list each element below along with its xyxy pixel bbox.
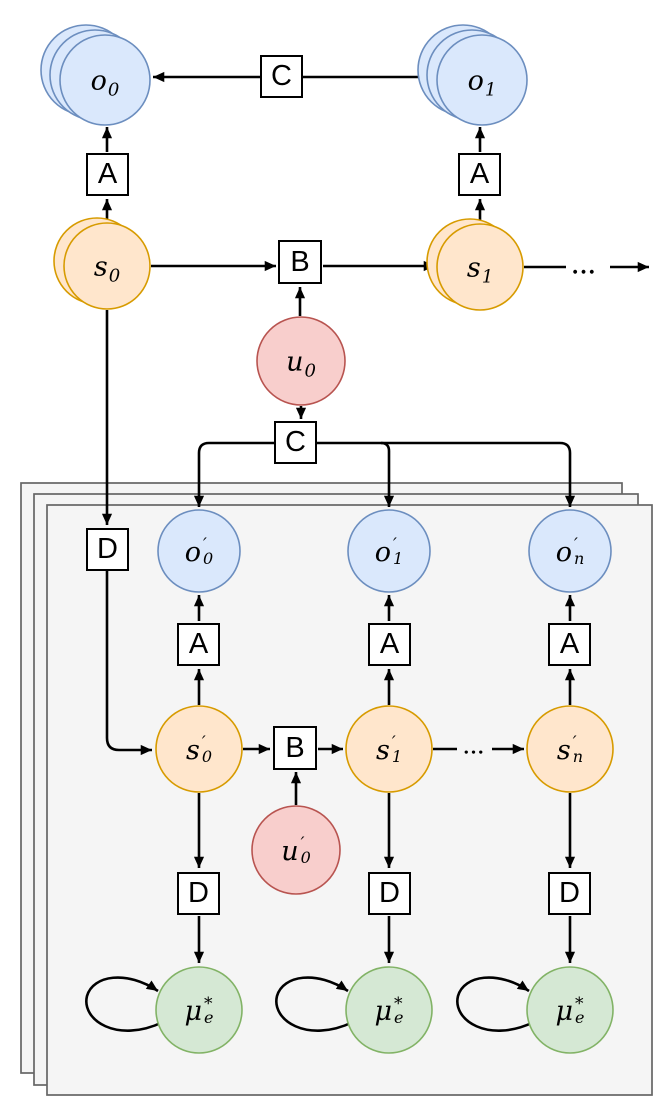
factor-label-b: B (290, 245, 310, 278)
label-s1-prime: s′1 (375, 733, 403, 766)
factor-box-a-top-right: A (458, 153, 501, 196)
label-mu-e-1: μ*e (184, 994, 214, 1027)
node-s0-prime-circle (155, 705, 243, 793)
factor-label-c: C (285, 426, 306, 458)
node-on-prime-circle (528, 509, 612, 593)
factor-label-a: A (97, 158, 118, 190)
label-u0-prime: u′0 (281, 834, 311, 867)
edges (85, 71, 649, 1032)
factor-label-a: A (188, 628, 209, 660)
label-mu-e-3: μ*e (555, 994, 585, 1027)
label-o0-prime: o′0 (184, 535, 214, 568)
node-o0-circle (59, 34, 151, 126)
edge-cmid-to-o0p (193, 441, 274, 507)
factor-box-b-top: B (278, 240, 322, 284)
label-mu-e-2: μ*e (374, 994, 404, 1027)
factor-label-a: A (379, 628, 400, 660)
node-o1-circle (436, 34, 528, 126)
label-on-prime: o′n (555, 535, 585, 568)
factor-box-a-inner-n: A (548, 623, 591, 666)
edge-mu1-self-loop (85, 976, 164, 1032)
factor-label-a: A (469, 158, 490, 190)
factor-box-d-left: D (86, 528, 129, 571)
factor-label-d: D (97, 533, 118, 565)
label-o1-prime: o′1 (374, 535, 404, 568)
factor-box-d-inner-n: D (548, 872, 591, 915)
factor-box-c-top: C (260, 55, 303, 98)
node-mu-e-2-circle (345, 966, 433, 1054)
edge-mu2-self-loop (275, 976, 354, 1032)
factor-box-a-inner-1: A (368, 623, 411, 666)
node-u0-prime-circle (251, 805, 341, 895)
node-s1-circle (436, 223, 524, 311)
node-u0-circle (256, 316, 346, 406)
nodes (40, 24, 614, 1054)
factor-box-d-inner-1: D (368, 872, 411, 915)
label-s0-prime: s′0 (185, 733, 213, 766)
node-mu-e-3-circle (526, 966, 614, 1054)
label-sn-prime: s′n (556, 733, 584, 766)
factor-label-b: B (285, 731, 305, 764)
factor-label-c: C (271, 60, 292, 92)
factor-box-a-top-left: A (86, 153, 129, 196)
node-o1-prime-circle (347, 509, 431, 593)
factor-label-d: D (188, 877, 209, 909)
factor-box-b-inner: B (273, 726, 317, 770)
factor-box-d-inner-0: D (177, 872, 220, 915)
factor-label-d: D (559, 877, 580, 909)
edge-d-to-s0p (105, 571, 152, 756)
factor-label-d: D (379, 877, 400, 909)
node-s0-circle (63, 222, 151, 310)
ellipsis-inner-row: ... (463, 737, 485, 759)
factor-label-a: A (559, 628, 580, 660)
ellipsis-top-row: ... (571, 253, 597, 279)
node-o0-prime-circle (157, 509, 241, 593)
factor-box-a-inner-0: A (177, 623, 220, 666)
edge-cmid-to-o1p (380, 441, 395, 507)
edge-cmid-to-onp (317, 441, 576, 507)
edge-mu3-self-loop (456, 976, 535, 1032)
factor-box-c-mid: C (274, 421, 317, 464)
node-mu-e-1-circle (155, 966, 243, 1054)
node-s1-prime-circle (345, 705, 433, 793)
node-sn-prime-circle (526, 705, 614, 793)
